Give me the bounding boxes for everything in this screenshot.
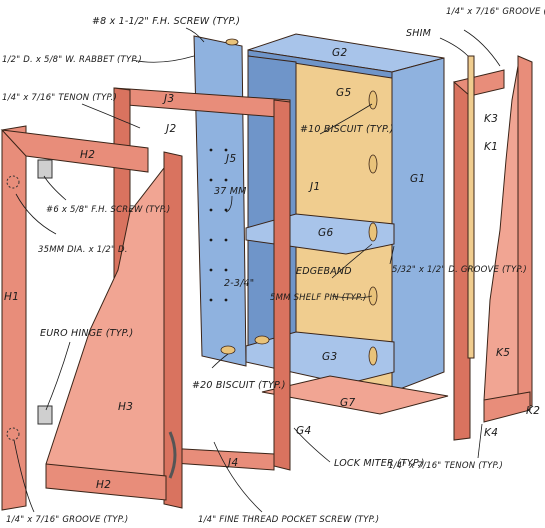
part-label-j4: J4 xyxy=(226,457,239,469)
annotation-screw-f8: #8 x 1-1/2" F.H. SCREW (TYP.) xyxy=(92,16,240,27)
part-label-j1: J1 xyxy=(308,181,321,193)
part-label-h2-top: H2 xyxy=(80,149,95,161)
door xyxy=(0,125,183,511)
part-label-g5: G5 xyxy=(336,87,352,99)
annotation-biscuit-20: #20 BISCUIT (TYP.) xyxy=(192,380,286,391)
annotation-edgeband: EDGEBAND xyxy=(296,266,352,277)
end-panel-stile-k2 xyxy=(517,55,533,407)
annotation-2-3-4: 2-3/4" xyxy=(224,278,254,289)
annotation-hole: 35MM DIA. x 1/2" D. xyxy=(38,245,128,255)
part-label-k3: K3 xyxy=(484,113,498,125)
annotation-tenon-top: 1/4" x 7/16" TENON (TYP.) xyxy=(2,93,117,103)
shelf-pin-holes xyxy=(209,148,228,302)
annotation-pocket-screw: 1/4" FINE THREAD POCKET SCREW (TYP.) xyxy=(198,515,379,525)
annotations: #8 x 1-1/2" F.H. SCREW (TYP.) 1/2" D. x … xyxy=(2,7,545,525)
annotation-shim: SHIM xyxy=(406,28,431,39)
base-plank-g7 xyxy=(261,375,449,415)
cabinet-case xyxy=(193,33,445,393)
end-panel-rail-k4 xyxy=(483,391,531,423)
annotation-37mm: 37 MM xyxy=(214,186,247,197)
euro-hinge-bottom xyxy=(37,405,53,425)
part-label-g7: G7 xyxy=(340,397,356,409)
part-label-g1: G1 xyxy=(410,173,426,185)
part-label-g4: G4 xyxy=(296,425,312,437)
end-panel-k5 xyxy=(483,65,519,403)
part-label-g6: G6 xyxy=(318,227,334,239)
part-label-j2: J2 xyxy=(164,123,177,135)
face-frame-right-j1 xyxy=(273,99,291,471)
part-label-k1: K1 xyxy=(484,141,498,153)
leader-lines xyxy=(13,27,501,513)
part-label-h3: H3 xyxy=(118,401,133,413)
door-rail-top-h2 xyxy=(0,129,149,173)
hinge-bore-top xyxy=(6,175,20,189)
side-panel-g1 xyxy=(391,57,445,393)
annotation-euro-hinge: EURO HINGE (TYP.) xyxy=(40,328,133,339)
part-label-k4: K4 xyxy=(484,427,498,439)
annotation-groove-mid: 5/32" x 1/2" D. GROOVE (TYP.) xyxy=(392,265,527,275)
annotation-groove-top: 1/4" x 7/16" GROOVE (TYP.) xyxy=(446,7,545,17)
biscuits xyxy=(220,38,378,366)
part-label-j3: J3 xyxy=(162,93,175,105)
part-label-h2-bottom: H2 xyxy=(96,479,111,491)
hinge-bore-bottom xyxy=(6,427,20,441)
annotation-groove-bottom: 1/4" x 7/16" GROOVE (TYP.) xyxy=(6,515,128,525)
part-label-g3: G3 xyxy=(322,351,338,363)
door-stile-left-h1 xyxy=(1,125,27,511)
annotation-tenon-bottom: 1/4" x 7/16" TENON (TYP.) xyxy=(388,461,503,471)
annotation-rabbet: 1/2" D. x 5/8" W. RABBET (TYP.) xyxy=(2,55,142,65)
door-handle xyxy=(168,431,177,479)
end-panel-rail-k3 xyxy=(452,69,505,97)
part-label-g2: G2 xyxy=(332,47,348,59)
annotation-shelf-pin: 5MM SHELF PIN (TYP.) xyxy=(270,293,367,303)
door-rail-bottom-h2 xyxy=(45,463,167,501)
part-label-j5: J5 xyxy=(224,153,237,165)
part-label-k5: K5 xyxy=(496,347,510,359)
end-panel xyxy=(452,55,533,441)
shim-strip xyxy=(467,55,475,359)
annotation-screw-f6: #6 x 5/8" F.H. SCREW (TYP.) xyxy=(46,205,170,215)
left-side-panel xyxy=(193,35,247,367)
part-label-h1: H1 xyxy=(4,291,19,303)
annotation-lock-miter: LOCK MITER (TYP.) xyxy=(334,458,425,469)
annotation-biscuit-10: #10 BISCUIT (TYP.) xyxy=(300,124,394,135)
euro-hinge-top xyxy=(37,159,53,179)
part-labels: G2 G5 G1 G6 G3 G7 G4 J3 J2 J5 J1 J4 H2 H… xyxy=(4,47,540,491)
part-label-k2: K2 xyxy=(526,405,540,417)
